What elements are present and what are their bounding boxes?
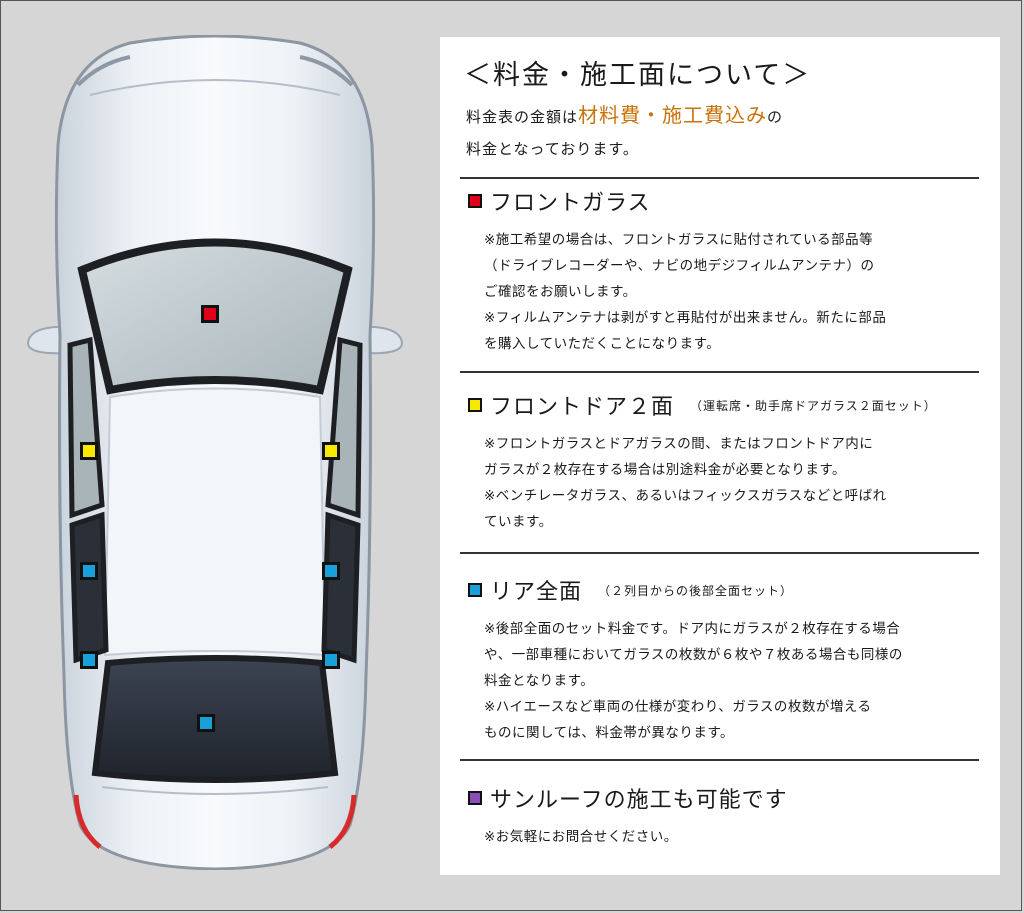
divider: [460, 371, 979, 373]
section-line: や、一部車種においてガラスの枚数が６枚や７枚ある場合も同様の: [484, 647, 903, 663]
right-rear-window: [321, 511, 361, 664]
right-tail-light: [328, 794, 357, 849]
info-panel: ＜料金・施工面について＞ 料金表の金額は材料費・施工費込みの 料金となっておりま…: [440, 37, 1000, 875]
section-line: （ドライブレコーダーや、ナビの地デジフィルムアンテナ）の: [484, 258, 875, 274]
square-marker-icon: [468, 398, 482, 412]
intro-line2: 料金となっております。: [466, 140, 639, 158]
rear-left-quarter-marker: [80, 651, 98, 669]
divider: [460, 552, 979, 554]
square-marker-icon: [468, 194, 482, 208]
rear-left-door-marker: [80, 562, 98, 580]
section-line: ています。: [484, 514, 553, 530]
divider: [460, 177, 979, 179]
section-line: を購入していただくことになります。: [484, 336, 721, 352]
section-title: リア全面: [490, 580, 583, 605]
rear-window-marker: [197, 714, 215, 732]
section-title: フロントガラス: [490, 191, 651, 216]
square-marker-icon: [468, 583, 482, 597]
section-line: 料金となります。: [484, 673, 595, 689]
section-line: ※フィルムアンテナは剥がすと再貼付が出来ません。新たに部品: [484, 310, 887, 326]
left-rear-window: [69, 511, 109, 664]
left-tail-light: [73, 794, 102, 849]
section-front-door: フロントドア２面 （運転席・助手席ドアガラス２面セット） ※フロントガラスとドア…: [468, 389, 937, 535]
rear-window-glass: [91, 655, 339, 783]
rear-right-quarter-marker: [322, 651, 340, 669]
section-line: ※ハイエースなど車両の仕様が変わり、ガラスの枚数が増える: [484, 699, 872, 715]
section-subtitle: （運転席・助手席ドアガラス２面セット）: [690, 398, 937, 413]
section-rear-all: リア全面 （２列目からの後部全面セット） ※後部全面のセット料金です。ドア内にガ…: [468, 574, 903, 746]
front-left-door-marker: [80, 442, 98, 460]
section-line: ※ベンチレータガラス、あるいはフィックスガラスなどと呼ばれ: [484, 488, 887, 504]
intro-suffix: の: [767, 108, 784, 126]
panel-title: ＜料金・施工面について＞: [464, 60, 812, 91]
section-line: ものに関しては、料金帯が異なります。: [484, 725, 734, 741]
square-marker-icon: [468, 791, 482, 805]
section-subtitle: （２列目からの後部全面セット）: [598, 583, 794, 598]
section-line: ご確認をお願いします。: [484, 284, 637, 300]
section-title: フロントドア２面: [490, 395, 675, 420]
roof: [103, 387, 327, 657]
left-front-window: [67, 336, 105, 519]
front-right-door-marker: [322, 442, 340, 460]
left-headlight: [76, 55, 131, 87]
rear-right-door-marker: [322, 562, 340, 580]
right-headlight: [299, 55, 354, 87]
section-sunroof: サンルーフの施工も可能です ※お気軽にお問合せください。: [468, 782, 788, 850]
section-line: ※フロントガラスとドアガラスの間、またはフロントドア内に: [484, 436, 874, 452]
section-line: ※後部全面のセット料金です。ドア内にガラスが２枚存在する場合: [484, 621, 901, 637]
right-front-window: [325, 336, 363, 519]
intro-text: 料金表の金額は材料費・施工費込みの 料金となっております。: [466, 99, 783, 165]
section-front-glass: フロントガラス ※施工希望の場合は、フロントガラスに貼付されている部品等 （ドラ…: [468, 185, 886, 357]
divider: [460, 759, 979, 761]
section-line: ※施工希望の場合は、フロントガラスに貼付されている部品等: [484, 232, 874, 248]
intro-emphasis: 材料費・施工費込み: [578, 103, 768, 127]
section-title: サンルーフの施工も可能です: [490, 788, 788, 813]
section-line: ガラスが２枚存在する場合は別途料金が必要となります。: [484, 462, 846, 478]
front-windshield-marker: [201, 305, 219, 323]
car-top-view-illustration: [26, 35, 404, 870]
intro-prefix: 料金表の金額は: [466, 108, 579, 126]
section-line: ※お気軽にお問合せください。: [484, 829, 678, 845]
